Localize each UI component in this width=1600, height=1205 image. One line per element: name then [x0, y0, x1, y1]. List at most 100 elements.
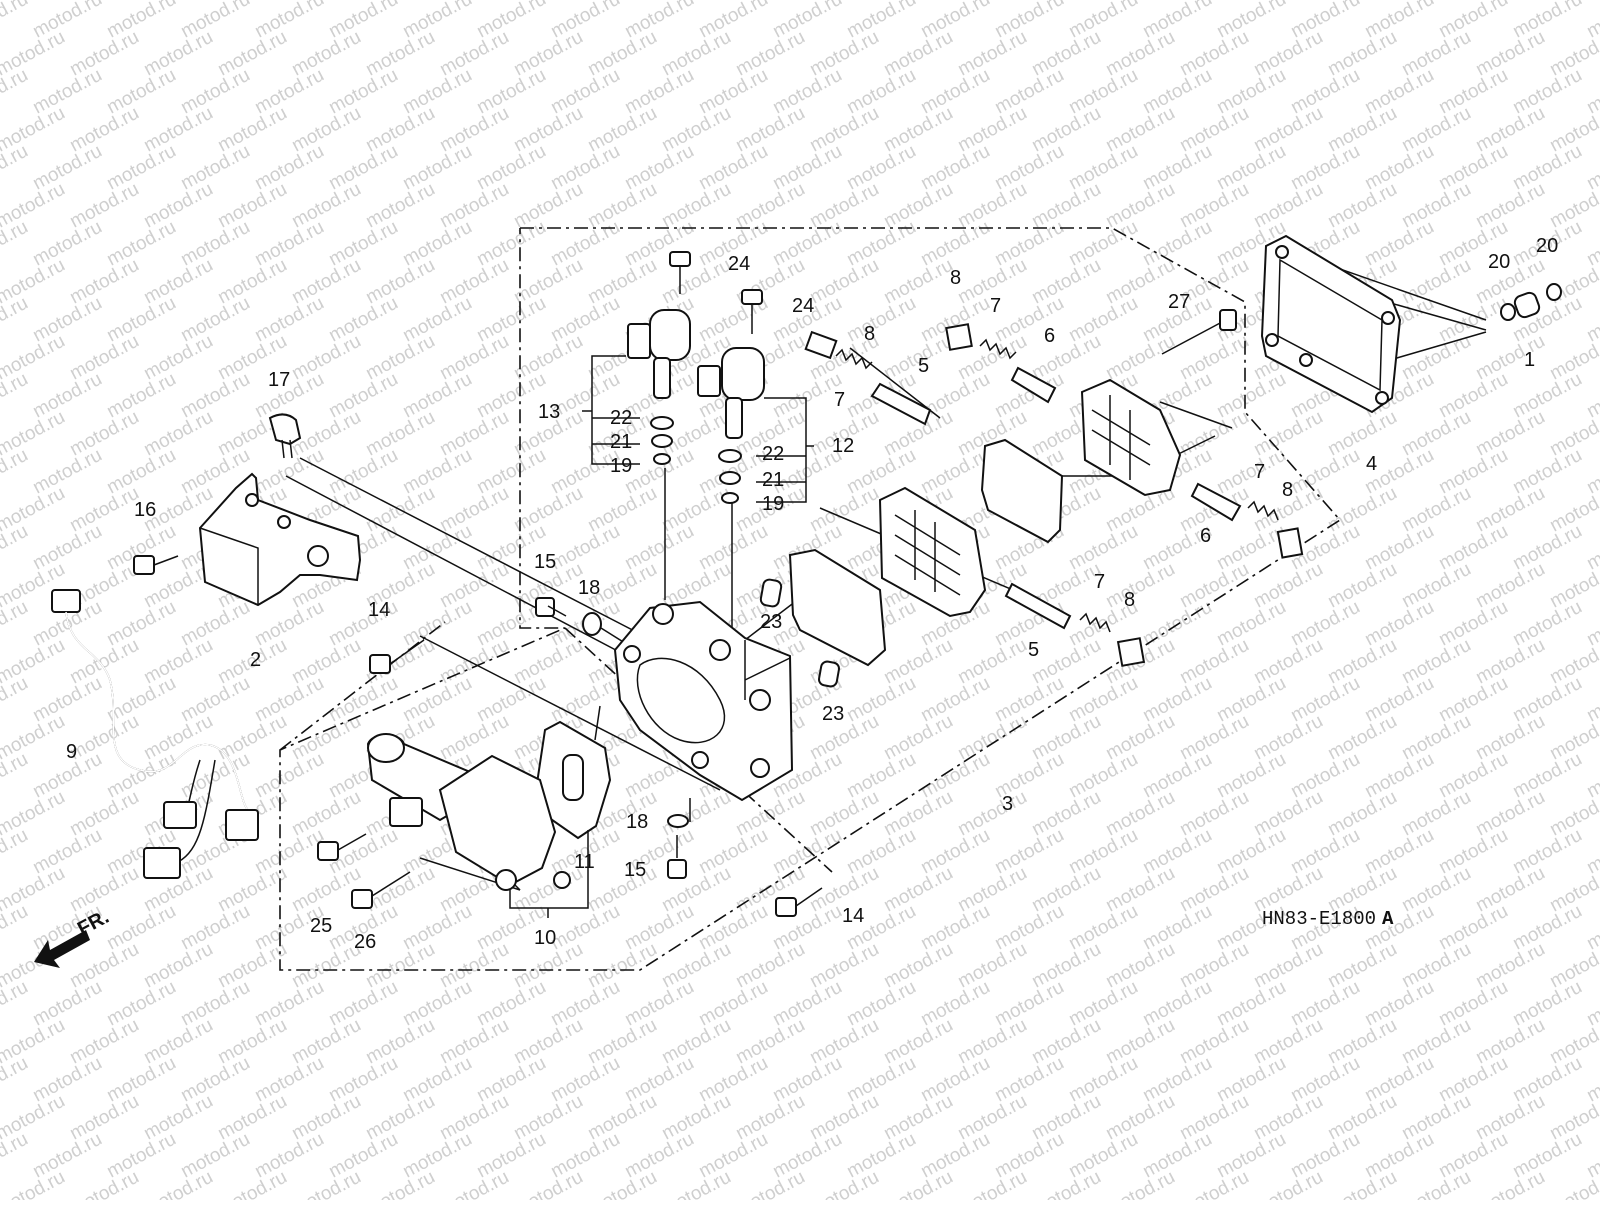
watermark-text: motod.ru: [769, 217, 845, 271]
watermark-text: motod.ru: [140, 1167, 216, 1200]
watermark-text: motod.ru: [325, 1053, 401, 1107]
watermark-text: motod.ru: [288, 27, 364, 81]
watermark-text: motod.ru: [1213, 1053, 1289, 1107]
watermark-text: motod.ru: [1398, 255, 1474, 309]
watermark-text: motod.ru: [1028, 863, 1104, 917]
watermark-text: motod.ru: [362, 1091, 438, 1145]
watermark-text: motod.ru: [658, 103, 734, 157]
callout-11: 11: [574, 851, 595, 873]
watermark-text: motod.ru: [991, 977, 1067, 1031]
watermark-text: motod.ru: [1472, 635, 1548, 689]
watermark-text: motod.ru: [806, 103, 882, 157]
watermark-text: motod.ru: [1065, 1053, 1141, 1107]
watermark-text: motod.ru: [140, 939, 216, 993]
watermark-text: motod.ru: [1213, 673, 1289, 727]
watermark-text: motod.ru: [103, 141, 179, 195]
watermark-text: motod.ru: [843, 1053, 919, 1107]
watermark-text: motod.ru: [917, 901, 993, 955]
watermark-text: motod.ru: [547, 217, 623, 271]
watermark-text: motod.ru: [66, 1167, 142, 1200]
watermark-text: motod.ru: [140, 27, 216, 81]
watermark-text: motod.ru: [954, 179, 1030, 233]
watermark-text: motod.ru: [695, 1129, 771, 1183]
callout-18b: 18: [626, 811, 648, 833]
watermark-text: motod.ru: [362, 1167, 438, 1200]
watermark-text: motod.ru: [288, 103, 364, 157]
watermark-text: motod.ru: [362, 863, 438, 917]
watermark-text: motod.ru: [1361, 1129, 1437, 1183]
watermark-text: motod.ru: [473, 293, 549, 347]
watermark-text: motod.ru: [1287, 673, 1363, 727]
watermark-text: motod.ru: [29, 141, 105, 195]
solenoid-valves: [627, 309, 765, 504]
watermark-text: motod.ru: [695, 901, 771, 955]
watermark-text: motod.ru: [473, 65, 549, 119]
watermark-text: motod.ru: [177, 977, 253, 1031]
watermark-text: motod.ru: [1065, 673, 1141, 727]
watermark-text: motod.ru: [1324, 711, 1400, 765]
watermark-text: motod.ru: [29, 673, 105, 727]
watermark-text: motod.ru: [1250, 179, 1326, 233]
callout-8d: 8: [1124, 589, 1135, 611]
watermark-text: motod.ru: [1102, 939, 1178, 993]
watermark-text: motod.ru: [843, 141, 919, 195]
watermark-text: motod.ru: [0, 749, 32, 803]
watermark-text: motod.ru: [1139, 1129, 1215, 1183]
watermark-text: motod.ru: [991, 825, 1067, 879]
watermark-text: motod.ru: [251, 445, 327, 499]
watermark-text: motod.ru: [1213, 825, 1289, 879]
watermark-text: motod.ru: [362, 103, 438, 157]
watermark-text: motod.ru: [806, 787, 882, 841]
watermark-text: motod.ru: [732, 1091, 808, 1145]
watermark-text: motod.ru: [103, 369, 179, 423]
watermark-text: motod.ru: [695, 65, 771, 119]
watermark-text: motod.ru: [547, 141, 623, 195]
watermark-text: motod.ru: [1472, 1015, 1548, 1069]
watermark-text: motod.ru: [214, 103, 290, 157]
watermark-text: motod.ru: [1361, 825, 1437, 879]
watermark-text: motod.ru: [251, 1129, 327, 1183]
watermark-text: motod.ru: [1250, 1015, 1326, 1069]
watermark-text: motod.ru: [436, 1167, 512, 1200]
watermark-text: motod.ru: [880, 787, 956, 841]
watermark-text: motod.ru: [0, 0, 32, 42]
watermark-text: motod.ru: [584, 939, 660, 993]
watermark-text: motod.ru: [1102, 711, 1178, 765]
watermark-text: motod.ru: [66, 103, 142, 157]
watermark-text: motod.ru: [584, 27, 660, 81]
watermark-text: motod.ru: [991, 293, 1067, 347]
cover-gasket: [1260, 234, 1402, 414]
watermark-text: motod.ru: [1509, 141, 1585, 195]
watermark-text: motod.ru: [769, 825, 845, 879]
watermark-text: motod.ru: [769, 65, 845, 119]
watermark-text: motod.ru: [917, 141, 993, 195]
watermark-text: motod.ru: [103, 1053, 179, 1107]
watermark-text: motod.ru: [917, 1129, 993, 1183]
watermark-text: motod.ru: [1361, 141, 1437, 195]
watermark-text: motod.ru: [843, 1129, 919, 1183]
watermark-text: motod.ru: [1435, 901, 1511, 955]
watermark-text: motod.ru: [0, 1053, 32, 1107]
watermark-text: motod.ru: [103, 977, 179, 1031]
callout-8b: 8: [864, 323, 875, 345]
watermark-text: motod.ru: [732, 863, 808, 917]
watermark-text: motod.ru: [1250, 27, 1326, 81]
watermark-text: motod.ru: [1435, 825, 1511, 879]
watermark-text: motod.ru: [658, 1091, 734, 1145]
watermark-text: motod.ru: [1287, 1129, 1363, 1183]
watermark-text: motod.ru: [1139, 65, 1215, 119]
watermark-text: motod.ru: [399, 673, 475, 727]
watermark-text: motod.ru: [1139, 825, 1215, 879]
watermark-text: motod.ru: [214, 27, 290, 81]
watermark-text: motod.ru: [991, 1129, 1067, 1183]
watermark-text: motod.ru: [436, 483, 512, 537]
watermark-text: motod.ru: [732, 179, 808, 233]
watermark-text: motod.ru: [917, 1053, 993, 1107]
callout-24b: 24: [792, 295, 814, 317]
watermark-text: motod.ru: [1176, 103, 1252, 157]
watermark-text: motod.ru: [140, 103, 216, 157]
watermark-text: motod.ru: [510, 103, 586, 157]
watermark-text: motod.ru: [584, 1167, 660, 1200]
watermark-text: motod.ru: [954, 1015, 1030, 1069]
watermark-text: motod.ru: [288, 635, 364, 689]
